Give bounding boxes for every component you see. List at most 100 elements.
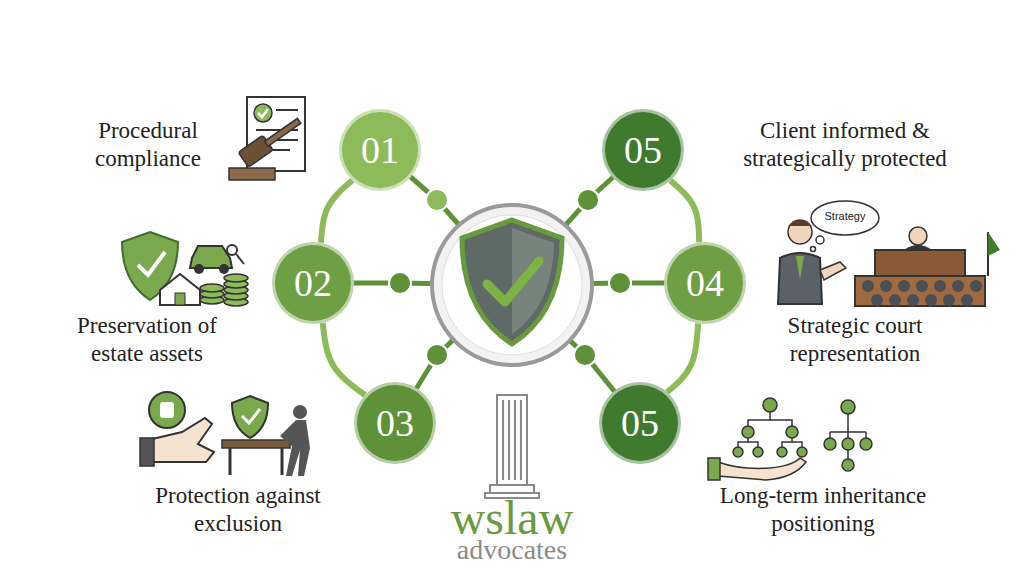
building-logo-part (520, 400, 522, 480)
assets-icon-part (175, 293, 185, 305)
inheritance-icon-part-part (797, 447, 807, 457)
court-icon-part-part (952, 280, 964, 292)
document-gavel-icon-part (238, 113, 304, 167)
court-icon-part (811, 201, 879, 235)
assets-icon-part (160, 274, 200, 305)
court-icon-part (778, 253, 822, 304)
building-logo-part (508, 400, 510, 480)
inheritance-icon-part-part (748, 412, 770, 428)
court-icon-part-part (934, 280, 946, 292)
assets-icon-part (219, 264, 229, 274)
court-icon-part-part (898, 280, 910, 292)
assets-icon-part (200, 274, 248, 306)
assets-icon-part-part (200, 284, 224, 292)
document-gavel-icon-part-part (265, 118, 301, 146)
assets-icon-part-part (224, 274, 248, 282)
exclusion-icon-part (293, 405, 307, 419)
court-icon-part-part (871, 294, 883, 306)
step-number: 04 (686, 264, 724, 302)
number-circle: 05 (602, 109, 684, 191)
junction-dots-part (426, 189, 448, 211)
court-icon-part (875, 250, 965, 276)
exclusion-icon (140, 392, 310, 476)
item-label: Client informed & strategically protecte… (723, 117, 968, 172)
center-hub-part (462, 220, 562, 344)
document-gavel-icon-part (254, 104, 272, 122)
exclusion-icon-part (148, 418, 214, 462)
inheritance-icon-part-part (753, 447, 763, 457)
exclusion-icon-part (222, 440, 290, 448)
ring-connector (670, 181, 699, 243)
junction-dots-part (389, 272, 411, 294)
inheritance-icon-part-part (860, 438, 872, 450)
number-circle: 03 (354, 382, 436, 464)
inheritance-icon-part-part (824, 438, 836, 450)
court-icon-part-part (925, 294, 937, 306)
inheritance-icon-part-part (847, 414, 849, 432)
number-circle: 01 (339, 109, 421, 191)
exclusion-icon-part (149, 392, 185, 428)
item-label: Protection against exclusion (138, 482, 338, 537)
number-circle: 02 (272, 242, 354, 324)
ring-connector (667, 323, 698, 392)
logo-text: advocates (412, 536, 612, 564)
court-icon-part (820, 262, 846, 280)
court-icon-part (909, 227, 927, 245)
court-icon-part-part (907, 294, 919, 306)
step-number: 05 (621, 404, 659, 442)
document-gavel-icon (229, 97, 305, 180)
court-icon-part (796, 256, 804, 280)
inheritance-icon-part-part (786, 426, 798, 438)
document-gavel-icon-part (229, 168, 275, 180)
assets-icon-part (227, 245, 237, 255)
exclusion-icon-part (229, 448, 232, 475)
item-label: Preservation of estate assets (52, 312, 242, 367)
exclusion-icon-part (160, 402, 174, 418)
center-hub-part (442, 215, 582, 355)
inheritance-icon-part-part (742, 426, 754, 438)
junction-dots-part (574, 344, 596, 366)
bubble-text: Strategy (813, 210, 877, 223)
document-gavel-icon-part (258, 109, 268, 117)
court-icon-part (816, 236, 824, 244)
exclusion-icon-part (232, 396, 268, 438)
step-number: 03 (376, 404, 414, 442)
step-number: 01 (361, 131, 399, 169)
inheritance-icon-part-part (842, 438, 854, 450)
center-hub-part (432, 205, 592, 365)
building-logo (485, 395, 539, 498)
logo-text: wslaw (412, 494, 612, 542)
exclusion-icon-part (242, 409, 260, 423)
court-icon-part-part (880, 280, 892, 292)
step-number: 02 (294, 264, 332, 302)
assets-icon-part (236, 254, 244, 264)
junction-dots-part (609, 272, 631, 294)
inheritance-icon-part-part (842, 459, 854, 471)
inheritance-icon-part-part (733, 447, 743, 457)
item-label: Procedural compliance (78, 117, 218, 172)
assets-icon (122, 232, 248, 306)
court-icon-part-part (970, 280, 982, 292)
inheritance-icon (708, 398, 872, 480)
item-label: Long-term inheritance positioning (696, 482, 951, 537)
court-icon-part (862, 280, 982, 306)
document-gavel-icon-part (276, 109, 298, 111)
ring-connector (323, 323, 365, 395)
inheritance-icon-part (718, 458, 806, 480)
assets-icon-part (194, 264, 204, 274)
court-icon-part (788, 220, 812, 244)
inheritance-icon-part-part (777, 447, 787, 457)
building-logo-part (514, 400, 516, 480)
exclusion-icon-part (280, 420, 310, 476)
building-logo-part (490, 485, 534, 493)
court-icon-part (788, 220, 812, 226)
building-logo-part (497, 395, 527, 485)
assets-icon-part (138, 252, 165, 275)
junction-dots-part (577, 189, 599, 211)
junction-dots-part (426, 344, 448, 366)
court-icon-part-part (961, 294, 973, 306)
inheritance-icon-part (738, 412, 866, 460)
junction-dots (389, 189, 631, 366)
step-number: 05 (624, 131, 662, 169)
